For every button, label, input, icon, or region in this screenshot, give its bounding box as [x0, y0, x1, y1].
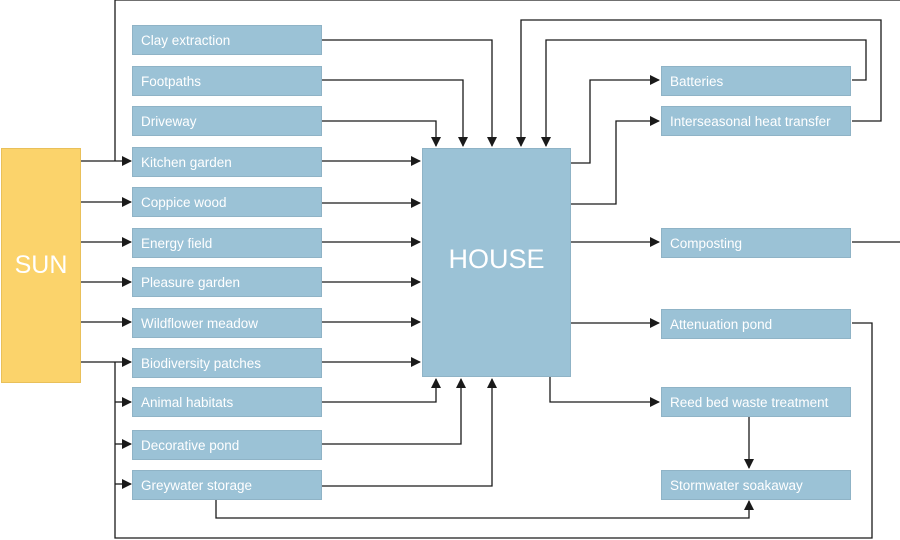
- box-label: Reed bed waste treatment: [670, 394, 829, 410]
- box-clay-extraction: Clay extraction: [132, 25, 322, 55]
- box-stormwater-soakaway: Stormwater soakaway: [661, 470, 851, 500]
- box-label: Biodiversity patches: [141, 355, 262, 371]
- arrow-greywater-storage-house: [322, 378, 497, 487]
- arrow-animal-habitats-house: [322, 378, 441, 403]
- house-box: HOUSE: [422, 148, 571, 377]
- box-batteries: Batteries: [661, 66, 851, 96]
- box-label: Animal habitats: [141, 394, 234, 410]
- arrow-decorative-pond-house: [322, 378, 466, 445]
- box-label: Driveway: [141, 113, 197, 129]
- box-label: Batteries: [670, 73, 724, 89]
- arrow-clay-extraction-house: [322, 39, 497, 147]
- box-biodiversity-patches: Biodiversity patches: [132, 348, 322, 378]
- box-animal-habitats: Animal habitats: [132, 387, 322, 417]
- box-composting: Composting: [661, 228, 851, 258]
- bus-line-top: [114, 0, 900, 161]
- arrow-footpaths-house: [322, 79, 468, 147]
- arrow-heat-transfer-house: [516, 19, 882, 147]
- box-decorative-pond: Decorative pond: [132, 430, 322, 460]
- box-label: Energy field: [141, 235, 213, 251]
- box-label: Kitchen garden: [141, 154, 232, 170]
- arrow-greywater-stormwater: [215, 500, 754, 519]
- sun-label: SUN: [14, 251, 68, 279]
- box-label: Pleasure garden: [141, 274, 241, 290]
- arrow-house-reed-bed: [549, 377, 660, 407]
- box-label: Footpaths: [141, 73, 202, 89]
- box-greywater-storage: Greywater storage: [132, 470, 322, 500]
- box-label: Coppice wood: [141, 194, 227, 210]
- box-interseasonal-heat-transfer: Interseasonal heat transfer: [661, 106, 851, 136]
- box-label: Decorative pond: [141, 437, 240, 453]
- box-wildflower-meadow: Wildflower meadow: [132, 308, 322, 338]
- box-attenuation-pond: Attenuation pond: [661, 309, 851, 339]
- box-label: Composting: [670, 235, 743, 251]
- box-label: Stormwater soakaway: [670, 477, 803, 493]
- arrow-driveway-house: [322, 120, 441, 147]
- box-label: Clay extraction: [141, 32, 231, 48]
- box-kitchen-garden: Kitchen garden: [132, 147, 322, 177]
- arrow-batteries-house: [541, 39, 867, 147]
- box-pleasure-garden: Pleasure garden: [132, 267, 322, 297]
- box-label: Interseasonal heat transfer: [670, 113, 831, 129]
- box-label: Attenuation pond: [670, 316, 773, 332]
- box-label: Wildflower meadow: [141, 315, 259, 331]
- arrow-house-batteries: [571, 75, 660, 164]
- box-label: Greywater storage: [141, 477, 253, 493]
- bus-line-bottom: [114, 322, 873, 539]
- house-label: HOUSE: [448, 244, 545, 274]
- box-reed-bed-waste-treatment: Reed bed waste treatment: [661, 387, 851, 417]
- box-coppice-wood: Coppice wood: [132, 187, 322, 217]
- box-driveway: Driveway: [132, 106, 322, 136]
- arrow-house-heat-transfer: [571, 116, 660, 205]
- box-footpaths: Footpaths: [132, 66, 322, 96]
- box-energy-field: Energy field: [132, 228, 322, 258]
- sun-box: SUN: [1, 148, 81, 383]
